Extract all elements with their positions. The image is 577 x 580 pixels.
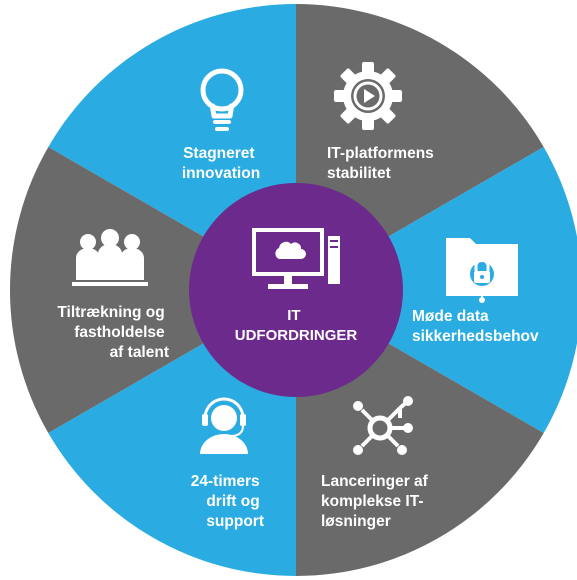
lightbulb-icon [200,68,244,131]
people-group-icon [72,229,148,286]
wedge-security [296,147,577,433]
wedge-talent [9,147,297,433]
label-talent: Tiltrækning og fastholdelse af talent [57,304,169,361]
gear-play-icon [334,62,402,130]
label-innovation: Stagneret innovation [182,145,260,182]
center-title: IT UDFORDRINGER [235,307,358,344]
folder-lock-icon [446,238,518,303]
label-platform: IT-platformens stabilitet [327,145,438,182]
segment-labels: Stagneret innovation IT-platformens stab… [57,145,539,530]
label-security: Møde data sikkerhedsbehov [412,308,539,345]
label-launch: Lanceringer af komplekse IT- løsninger [321,473,432,530]
monitor-cloud-icon [252,228,340,289]
network-nodes-icon [353,396,413,455]
center-circle [189,183,403,397]
headset-agent-icon [200,397,248,454]
center-hub: IT UDFORDRINGER [189,183,403,397]
label-support: 24-timers drift og support [191,473,264,530]
